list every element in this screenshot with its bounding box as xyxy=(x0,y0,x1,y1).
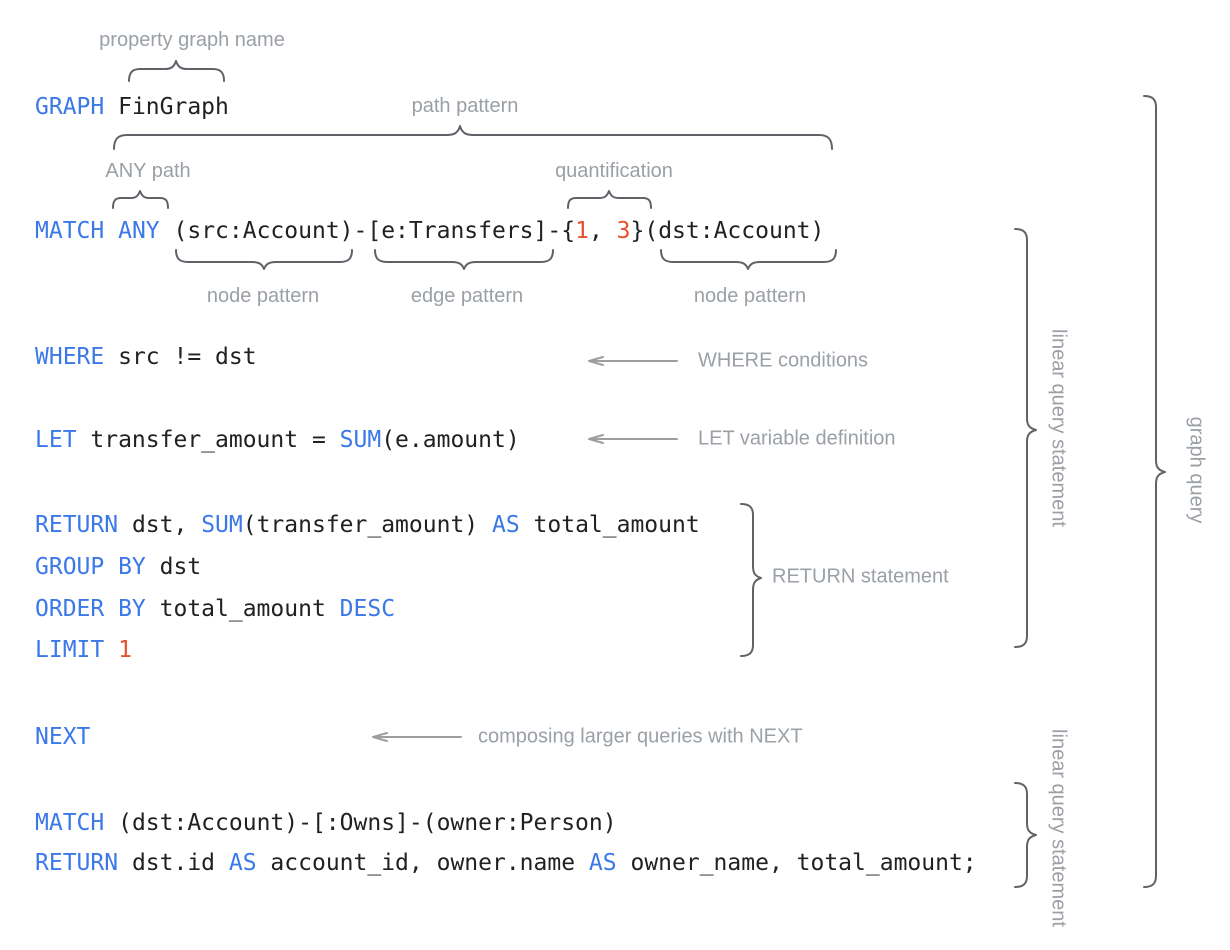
label-next-note: composing larger queries with NEXT xyxy=(478,725,803,748)
code-text: (src:Account)-[e:Transfers]-{ xyxy=(159,218,576,244)
brace-return-statement xyxy=(740,503,762,657)
brace-path-pattern xyxy=(113,125,833,150)
code-text: dst.id xyxy=(118,850,229,876)
keyword-group-by: GROUP BY xyxy=(35,554,146,580)
label-path-pattern: path pattern xyxy=(411,95,519,117)
keyword-as: AS xyxy=(588,850,617,876)
label-linear-query-statement-bottom: linear query statement xyxy=(1047,729,1070,927)
code-text: total_amount xyxy=(519,512,700,538)
brace-property-graph-name xyxy=(128,60,225,82)
code-line-next: NEXT xyxy=(35,723,90,751)
label-graph-query: graph query xyxy=(1185,416,1208,524)
code-line-graph: GRAPH FinGraph xyxy=(35,93,229,121)
where-arrow-icon xyxy=(588,356,678,366)
keyword-desc: DESC xyxy=(339,596,396,622)
code-line-let: LET transfer_amount = SUM(e.amount) xyxy=(35,426,520,454)
code-line-limit: LIMIT 1 xyxy=(35,636,132,664)
keyword-sum: SUM xyxy=(201,512,243,538)
code-text: account_id, owner.name xyxy=(256,850,589,876)
code-line-return: RETURN dst, SUM(transfer_amount) AS tota… xyxy=(35,511,700,539)
code-line-match-owns: MATCH (dst:Account)-[:Owns]-(owner:Perso… xyxy=(35,809,617,837)
brace-node-pattern-left xyxy=(175,249,353,270)
code-text xyxy=(104,218,118,244)
label-node-pattern-left: node pattern xyxy=(206,285,320,307)
code-line-group-by: GROUP BY dst xyxy=(35,553,201,581)
label-let-variable-definition: LET variable definition xyxy=(698,427,896,450)
keyword-sum: SUM xyxy=(339,427,382,453)
label-node-pattern-right: node pattern xyxy=(693,285,807,307)
label-return-statement: RETURN statement xyxy=(772,565,949,588)
code-text: (dst:Account)-[:Owns]-(owner:Person) xyxy=(104,810,617,836)
let-arrow-icon xyxy=(588,434,678,444)
next-arrow-icon xyxy=(372,732,462,742)
code-text: }(dst:Account) xyxy=(630,218,825,244)
keyword-return: RETURN xyxy=(35,850,119,876)
keyword-next: NEXT xyxy=(35,724,91,750)
code-line-order-by: ORDER BY total_amount DESC xyxy=(35,595,395,623)
brace-linear-query-statement-top xyxy=(1014,228,1037,648)
label-edge-pattern: edge pattern xyxy=(410,285,524,307)
brace-quantification xyxy=(567,190,652,209)
keyword-where: WHERE xyxy=(35,344,105,370)
code-text: , xyxy=(588,218,617,244)
keyword-return: RETURN xyxy=(35,512,119,538)
keyword-order-by: ORDER BY xyxy=(35,596,146,622)
code-text: dst xyxy=(145,554,202,580)
brace-node-pattern-right xyxy=(660,249,837,270)
label-any-path: ANY path xyxy=(105,160,191,182)
keyword-let: LET xyxy=(35,427,77,453)
code-line-match-path: MATCH ANY (src:Account)-[e:Transfers]-{1… xyxy=(35,217,824,245)
keyword-as: AS xyxy=(491,512,520,538)
code-line-return-final: RETURN dst.id AS account_id, owner.name … xyxy=(35,849,977,877)
brace-graph-query xyxy=(1143,95,1166,888)
brace-any-path xyxy=(112,190,169,209)
keyword-graph: GRAPH xyxy=(35,94,105,120)
number-token: 3 xyxy=(616,218,631,244)
brace-edge-pattern xyxy=(374,249,554,270)
label-property-graph-name: property graph name xyxy=(99,29,285,51)
code-text: total_amount xyxy=(145,596,340,622)
keyword-match: MATCH xyxy=(35,810,105,836)
code-text: FinGraph xyxy=(104,94,229,120)
label-quantification: quantification xyxy=(555,160,673,182)
code-text: owner_name, total_amount; xyxy=(616,850,977,876)
keyword-any: ANY xyxy=(118,218,160,244)
code-line-where: WHERE src != dst xyxy=(35,343,257,371)
label-linear-query-statement-top: linear query statement xyxy=(1047,329,1070,527)
number-token: 1 xyxy=(118,637,132,663)
brace-linear-query-statement-bottom xyxy=(1014,782,1037,888)
keyword-as: AS xyxy=(228,850,257,876)
code-text: (e.amount) xyxy=(381,427,520,453)
code-text: src != dst xyxy=(104,344,257,370)
code-text: (transfer_amount) xyxy=(242,512,492,538)
code-text xyxy=(104,637,118,663)
keyword-match: MATCH xyxy=(35,218,105,244)
code-text: dst, xyxy=(118,512,202,538)
keyword-limit: LIMIT xyxy=(35,637,105,663)
code-text: transfer_amount = xyxy=(76,427,340,453)
number-token: 1 xyxy=(575,218,589,244)
label-where-conditions: WHERE conditions xyxy=(698,349,869,372)
